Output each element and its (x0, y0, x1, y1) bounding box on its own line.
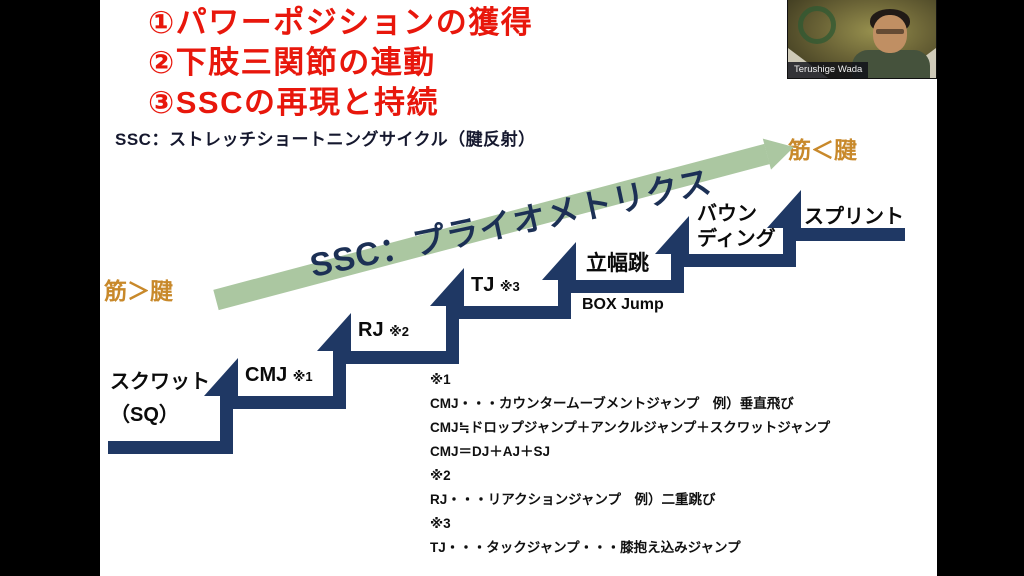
step-cmj-text: CMJ (245, 364, 288, 386)
step-rj-label: RJ ※2 (358, 319, 409, 342)
muscle-lt-tendon-label: 筋＜腱 (788, 137, 857, 163)
step-3-corner-triangle (317, 313, 351, 351)
step-rj-note: ※2 (389, 324, 410, 339)
plyometrics-arrow-label: SSC：プライオメトリクス (306, 162, 716, 285)
step-7-riser (783, 228, 796, 267)
step-6-riser (671, 254, 684, 293)
participant-name-label: Terushige Wada (788, 62, 869, 78)
step-2-tread (220, 396, 345, 409)
step-bounding-label: バウン ディング (697, 202, 776, 252)
step-4-tread (446, 306, 570, 319)
step-squat-label: スクワット （SQ） (110, 366, 210, 432)
step-bounding-line1: バウン (697, 203, 757, 225)
footnote-line: ※2 (430, 468, 451, 483)
slide-titles: ①パワーポジションの獲得 ②下肢三関節の連動 ③SSCの再現と持続 (148, 3, 533, 123)
step-bounding-line2: ディング (697, 228, 776, 250)
webcam-tile[interactable]: Terushige Wada (787, 0, 937, 79)
step-7-tread (783, 228, 905, 241)
footnote-line: CMJ・・・カウンタームーブメントジャンプ 例）垂直飛び (430, 396, 794, 411)
step-1-tread (108, 441, 232, 454)
ssc-definition-subtitle: SSC：ストレッチショートニングサイクル（腱反射） (115, 130, 536, 149)
footnote-line: RJ・・・リアクションジャンプ 例）二重跳び (430, 492, 716, 507)
footnote-line: TJ・・・タックジャンプ・・・膝抱え込みジャンプ (430, 540, 741, 555)
step-rj-text: RJ (358, 319, 384, 341)
title-line-2: ②下肢三関節の連動 (148, 45, 436, 80)
step-squat-line2: （SQ） (110, 404, 179, 426)
footnote-line: ※3 (430, 516, 451, 531)
title-line-3: ③SSCの再現と持続 (148, 85, 439, 120)
footnote-line: CMJ＝DJ＋AJ＋SJ (430, 444, 551, 459)
step-cmj-note: ※1 (292, 369, 313, 384)
step-3-tread (333, 351, 458, 364)
step-tj-label: TJ ※3 (471, 274, 520, 297)
step-tj-note: ※3 (499, 279, 520, 294)
step-2-riser (220, 396, 233, 454)
step-squat-line1: スクワット (110, 371, 210, 393)
step-5-corner-triangle (542, 242, 576, 280)
step-sprint-label: スプリント (804, 206, 904, 228)
step-6-tread (671, 254, 795, 267)
step-box-jump-label: BOX Jump (582, 296, 664, 313)
footnote-line: CMJ≒ドロップジャンプ＋アンクルジャンプ＋スクワットジャンプ (430, 420, 831, 435)
step-5-tread (558, 280, 683, 293)
title-line-1: ①パワーポジションの獲得 (148, 5, 534, 40)
avatar-face (873, 15, 907, 53)
step-6-corner-triangle (655, 216, 689, 254)
footnotes-block: ※1 CMJ・・・カウンタームーブメントジャンプ 例）垂直飛び CMJ≒ドロップ… (430, 368, 830, 560)
step-tj-text: TJ (471, 274, 495, 296)
step-5-riser (558, 280, 571, 319)
step-standing-jump-label: 立幅跳 (586, 252, 649, 275)
step-cmj-label: CMJ ※1 (245, 364, 313, 387)
step-3-riser (333, 351, 346, 409)
step-4-corner-triangle (430, 268, 464, 306)
presentation-slide: ①パワーポジションの獲得 ②下肢三関節の連動 ③SSCの再現と持続 SSC：スト… (100, 0, 937, 576)
footnote-line: ※1 (430, 372, 451, 387)
crest-logo-icon (798, 6, 836, 44)
step-4-riser (446, 306, 459, 364)
avatar-glasses (876, 29, 904, 34)
muscle-gt-tendon-label: 筋＞腱 (104, 278, 173, 304)
